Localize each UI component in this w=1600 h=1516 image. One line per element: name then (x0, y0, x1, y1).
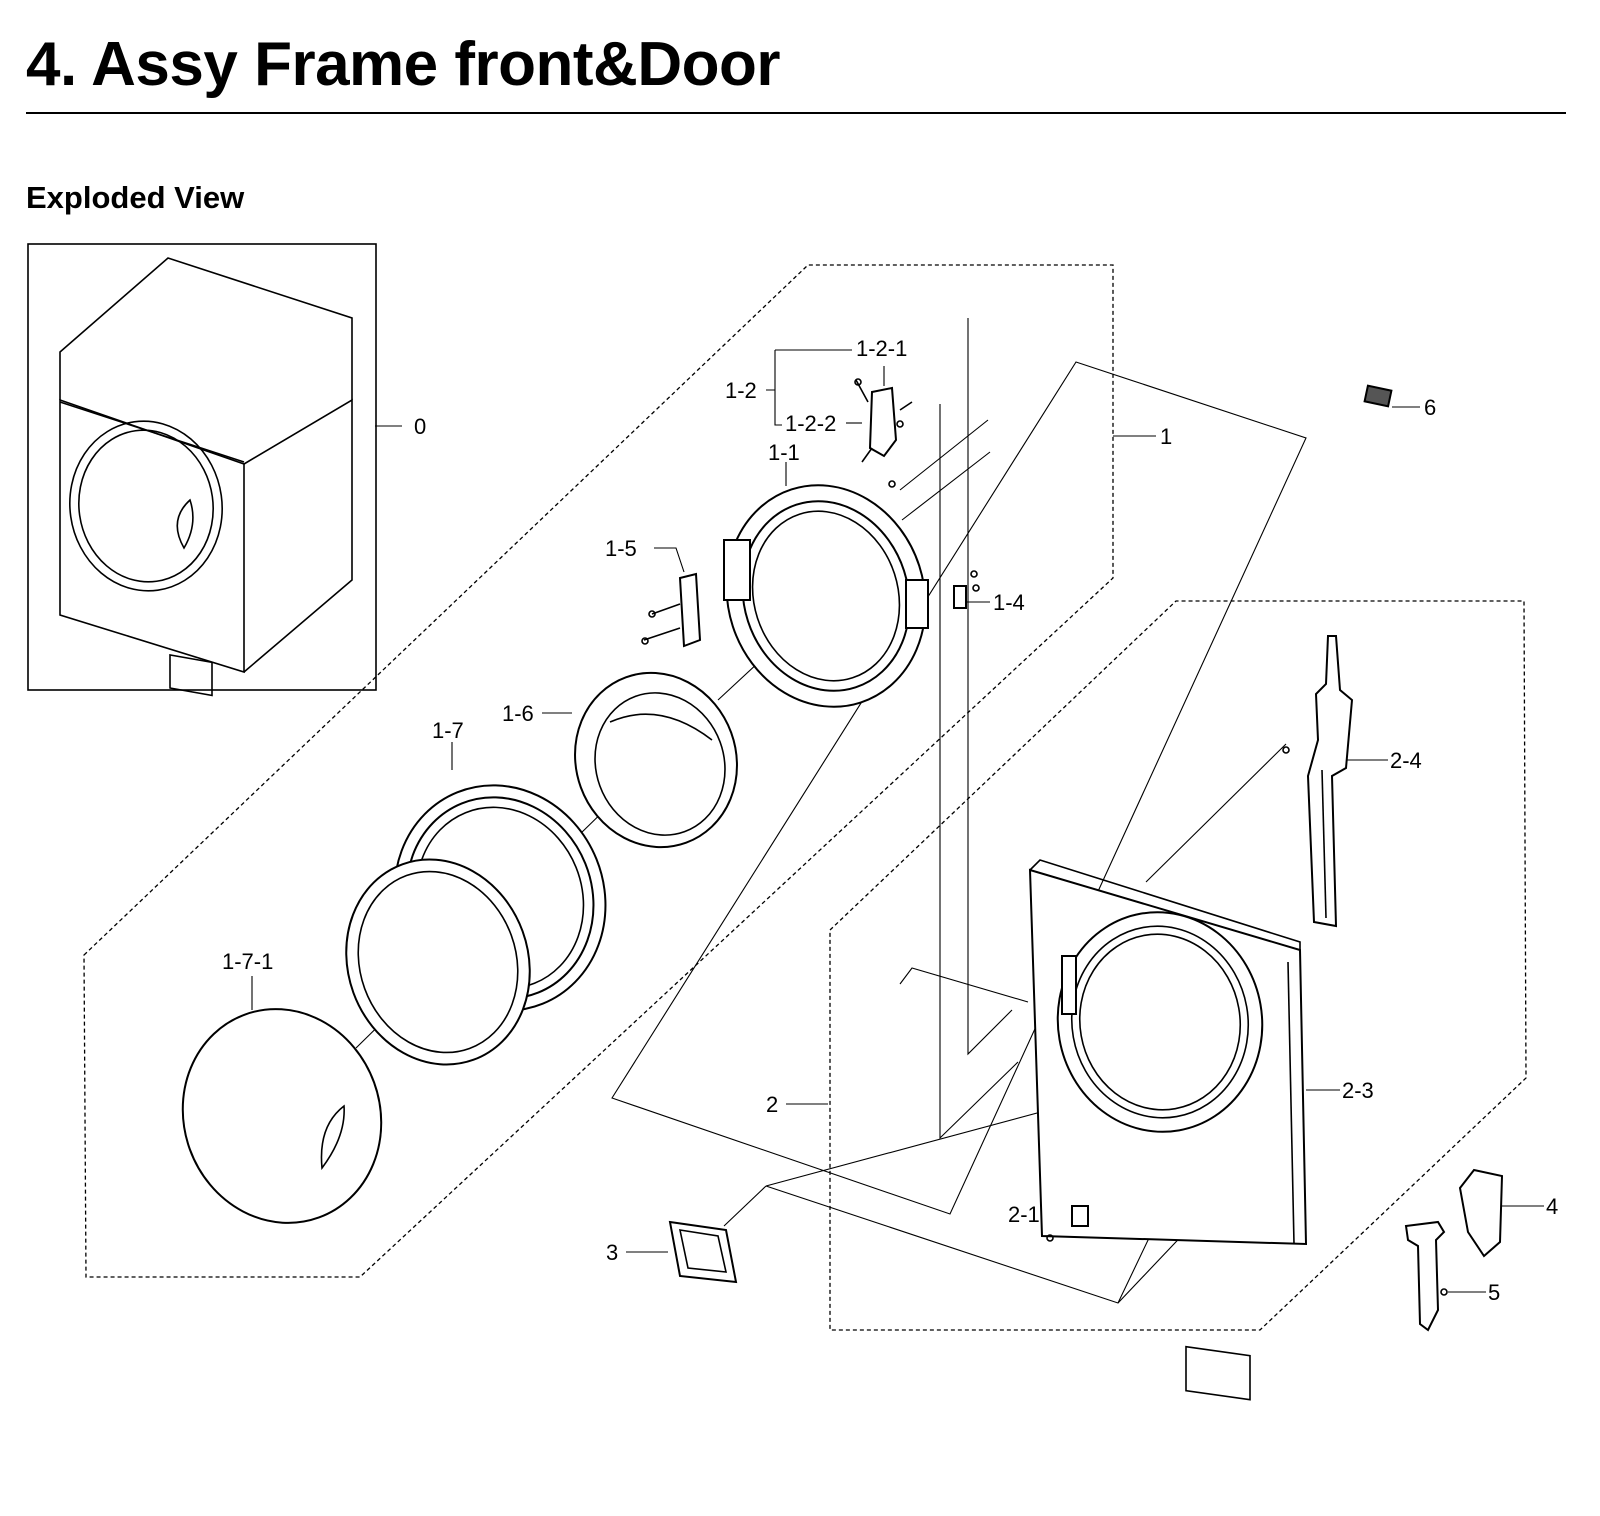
part-1-1-door-frame (723, 484, 929, 708)
callout-1-7-1: 1-7-1 (222, 949, 273, 974)
callout-2-3: 2-3 (1342, 1078, 1374, 1103)
callout-2: 2 (766, 1092, 778, 1117)
part-4-holder (1458, 1168, 1504, 1258)
callout-1-2: 1-2 (725, 378, 757, 403)
callout-1-1: 1-1 (768, 440, 800, 465)
section-title: Exploded View (26, 180, 245, 215)
callout-1: 1 (1160, 424, 1172, 449)
callout-6: 6 (1424, 395, 1436, 420)
callout-1-2-2: 1-2-2 (785, 411, 836, 436)
part-2-1-door-switch (1046, 1205, 1089, 1242)
hinge-guide-lines (939, 318, 1019, 1140)
part-3-cover-frame (668, 1220, 738, 1284)
part-1-2-hinge (854, 378, 913, 488)
callout-1-2-1: 1-2-1 (856, 336, 907, 361)
callout-3: 3 (606, 1240, 618, 1265)
overview-inset (27, 243, 377, 697)
page-title: 4. Assy Frame front&Door (26, 30, 780, 99)
part-1-7-1-door-panel (181, 1008, 383, 1224)
callout-0: 0 (414, 414, 426, 439)
callout-2-1: 2-1 (1008, 1202, 1040, 1227)
callout-5: 5 (1488, 1280, 1500, 1305)
part-1-6-door-liner (574, 671, 738, 849)
door-glass-ring (345, 858, 531, 1066)
callout-1-7: 1-7 (432, 718, 464, 743)
door-assembly-boundary (83, 264, 1114, 1278)
callout-1-5: 1-5 (605, 536, 637, 561)
callout-2-4: 2-4 (1390, 748, 1422, 773)
part-1-4-door-hook (953, 570, 980, 609)
frame-assembly-boundary (829, 600, 1527, 1331)
callout-1-4: 1-4 (993, 590, 1025, 615)
part-2-4-frame-bracket (1282, 635, 1354, 928)
part-5-door-lock (1404, 1220, 1448, 1332)
part-6-label (1363, 384, 1393, 408)
title-rule (26, 112, 1566, 114)
part-1-5-hinge-bracket (641, 572, 702, 648)
callout-4: 4 (1546, 1194, 1558, 1219)
part-2-3-frame-front (1028, 859, 1308, 1401)
callout-1-6: 1-6 (502, 701, 534, 726)
